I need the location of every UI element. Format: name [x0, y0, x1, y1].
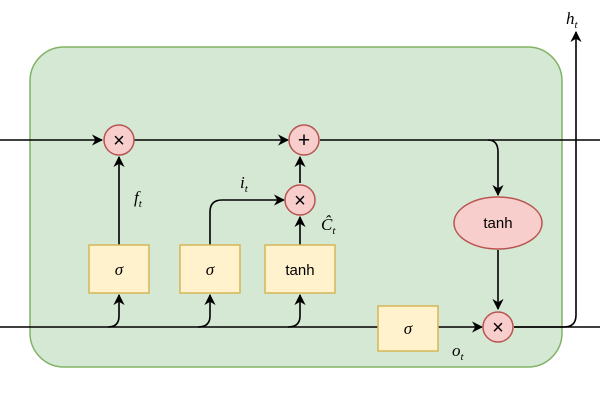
add-symbol: +	[298, 129, 310, 152]
output-gate-label: σ	[404, 319, 413, 338]
input-to-candidate-line	[287, 293, 306, 328]
cell-tanh-op: tanh	[453, 196, 543, 250]
input-to-inputgate-line	[197, 293, 216, 328]
input-to-forget-line	[107, 293, 125, 328]
candidate-gate: tanh	[264, 244, 336, 294]
forget-gate-label: σ	[115, 260, 124, 279]
ct-hat-label: Ĉt	[321, 215, 336, 237]
input-multiply-symbol: ×	[294, 190, 306, 212]
input-multiply-op: ×	[284, 184, 316, 216]
output-multiply-op: ×	[482, 311, 514, 343]
it-label: it	[240, 173, 249, 195]
output-multiply-symbol: ×	[492, 317, 504, 339]
ot-label: ot	[452, 341, 465, 363]
forget-gate: σ	[88, 244, 150, 294]
add-op: +	[288, 124, 320, 156]
ht-label: ht	[566, 9, 579, 31]
cell-tanh-label: tanh	[483, 215, 512, 232]
input-gate: σ	[179, 244, 241, 294]
input-gate-label: σ	[206, 260, 215, 279]
ft-label: ft	[134, 188, 143, 210]
output-gate: σ	[377, 305, 439, 352]
candidate-gate-label: tanh	[285, 262, 314, 279]
forget-multiply-op: ×	[103, 124, 135, 156]
connections	[0, 30, 600, 333]
inputgate-to-mult-line	[209, 194, 286, 245]
forget-multiply-symbol: ×	[113, 130, 125, 152]
cell-to-tanh-line	[487, 139, 504, 197]
